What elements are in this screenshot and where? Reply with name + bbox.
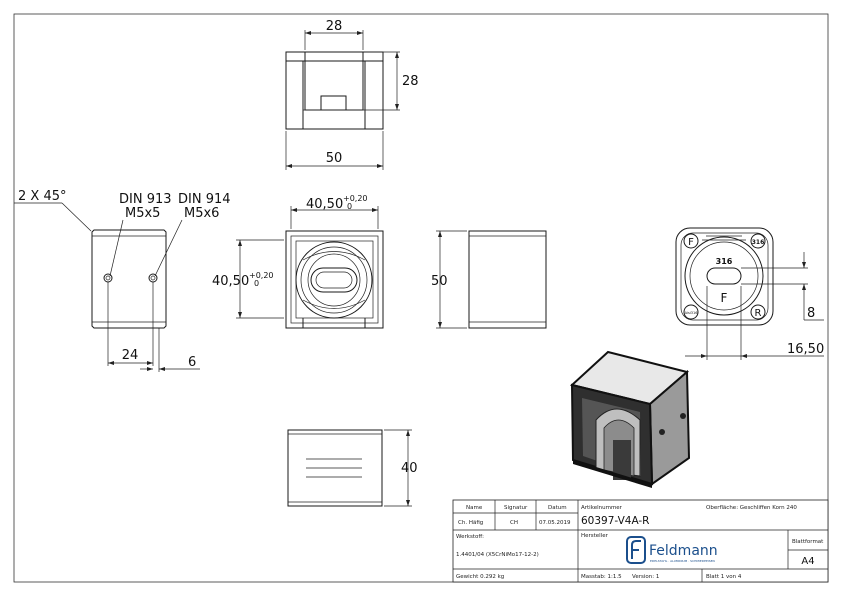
title-block: Name Signatur Datum Ch. Häfig CH 07.05.2…	[452, 499, 829, 583]
tb-blatt: Blatt 1 von 4	[706, 574, 742, 580]
dim-front-height-tol-lower: 0	[254, 279, 259, 288]
top-view: 28 28 50	[285, 19, 419, 170]
label-din914-size: M5x6	[184, 206, 219, 221]
logo-feldmann-text: Feldmann	[649, 543, 718, 559]
dim-bottom-40: 40	[401, 461, 418, 476]
tb-header-signatur: Signatur	[504, 505, 528, 511]
front-view: 40,50 +0,20 0 40,50 +0,20 0	[212, 194, 384, 329]
dim-front-width-tol-lower: 0	[347, 202, 352, 211]
dim-front-height-tol-upper: +0,20	[249, 271, 274, 280]
dim-back-8: 8	[807, 306, 815, 321]
tb-blattformat: A4	[801, 556, 814, 567]
dim-side-24: 24	[122, 348, 139, 363]
stamp-r-bottom-right: R	[755, 308, 762, 319]
left-side-view: 2 X 45° DIN 913 M5x5 DIN 914 M5x6 24 6	[14, 189, 231, 372]
tb-datum: 07.05.2019	[539, 520, 571, 526]
label-din913-size: M5x5	[125, 206, 160, 221]
stamp-f-top-left: F	[688, 237, 694, 248]
tb-header-datum: Datum	[548, 505, 567, 511]
tb-hersteller-label: Hersteller	[581, 533, 609, 539]
dim-front-width: 40,50	[306, 197, 343, 212]
label-din913: DIN 913	[119, 192, 172, 207]
logo-feldmann-subtitle: EDELSTAHL · ALUMINIUM · SCHMIEDEEISEN	[650, 559, 715, 563]
back-view: F 316 Aisi316 R 316 F 8 16,50	[675, 227, 824, 360]
tb-version: Version: 1	[632, 574, 659, 580]
dim-back-1650: 16,50	[787, 342, 824, 357]
isometric-view	[569, 350, 691, 488]
dim-front-height: 40,50	[212, 274, 249, 289]
stamp-316-top-right: 316	[752, 239, 765, 246]
tb-oberflaeche: Oberfläche: Geschliffen Korn 240	[706, 505, 797, 511]
dim-front-width-tol-upper: +0,20	[343, 194, 368, 203]
tb-signatur: CH	[510, 520, 518, 526]
tb-gewicht: Gewicht 0.292 kg	[456, 574, 504, 580]
dim-top-28-height: 28	[402, 74, 419, 89]
right-side-view: 50	[431, 230, 547, 329]
tb-werkstoff-label: Werkstoff:	[456, 534, 484, 540]
tb-werkstoff: 1.4401/04 (X5CrNiMo17-12-2)	[456, 552, 539, 558]
dim-top-28-width: 28	[326, 19, 343, 34]
stamp-316-center: 316	[716, 257, 733, 266]
dim-top-50: 50	[326, 151, 343, 166]
tb-name: Ch. Häfig	[458, 520, 483, 526]
tb-artikelnummer: 60397-V4A-R	[581, 515, 649, 527]
sheet-border	[13, 13, 829, 583]
label-chamfer: 2 X 45°	[18, 189, 66, 204]
tb-header-name: Name	[466, 505, 483, 511]
bottom-view: 40	[287, 429, 418, 507]
dim-side-6: 6	[188, 355, 196, 370]
stamp-aisi-bottom-left: Aisi316	[685, 311, 698, 315]
feldmann-logo: Feldmann EDELSTAHL · ALUMINIUM · SCHMIED…	[626, 536, 718, 564]
dim-right-50: 50	[431, 274, 448, 289]
tb-massstab: Masstab: 1:1.5	[581, 574, 622, 580]
label-din914: DIN 914	[178, 192, 231, 207]
tb-blattformat-label: Blattformat	[792, 539, 824, 545]
stamp-f-center: F	[721, 291, 728, 305]
tb-artikel-label: Artikelnummer	[581, 505, 623, 511]
